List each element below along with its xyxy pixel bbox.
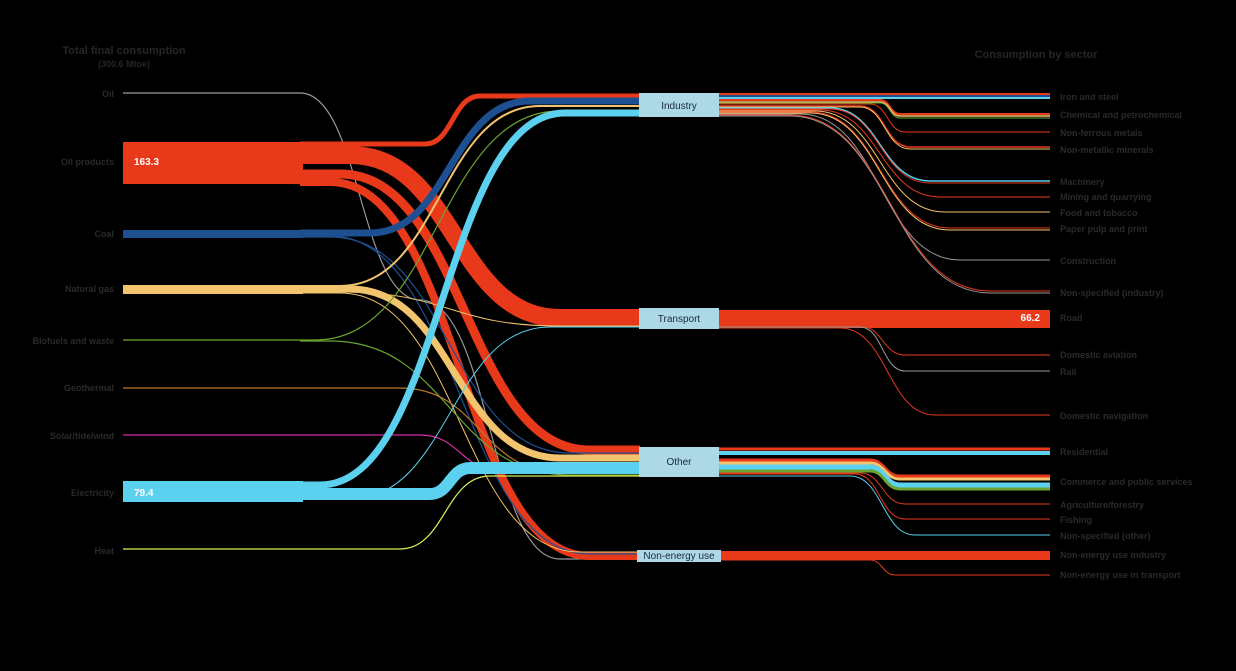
flow-industry-chemical-yellow — [719, 101, 1050, 117]
node-industry-box[interactable] — [639, 93, 719, 117]
sector-label-domestic-aviation[interactable]: Domestic aviation — [1060, 350, 1137, 360]
flow-non-energy-transport — [719, 559, 1050, 576]
sector-label-non-energy-transport[interactable]: Non-energy use in transport — [1060, 570, 1181, 580]
flow-transport-rail-gray — [719, 326, 1050, 372]
electricity-value: 79.4 — [134, 488, 154, 499]
flow-biofuels-industry — [123, 110, 640, 341]
flow-transport-aviation — [719, 325, 1050, 356]
sector-label-machinery[interactable]: Machinery — [1060, 177, 1105, 187]
node-non-energy-label: Non-energy use — [643, 551, 715, 562]
flow-industry-construction — [719, 113, 1050, 261]
node-industry-label: Industry — [661, 101, 697, 112]
source-bar-natural-gas — [123, 285, 303, 294]
flow-electricity-other — [300, 462, 640, 500]
node-other-label: Other — [666, 457, 692, 468]
sector-label-non-metallic[interactable]: Non-metallic minerals — [1060, 145, 1154, 155]
flow-oil-products-transport — [300, 146, 640, 327]
source-label-heat[interactable]: Heat — [94, 546, 114, 556]
right-title: Consumption by sector — [975, 49, 1099, 61]
source-bar-electricity — [123, 481, 303, 502]
middle-nodes: Industry Transport Other Non-energy use — [637, 93, 721, 562]
source-bar-oil-products — [123, 142, 303, 184]
flow-other-nonspec — [719, 475, 1050, 536]
flow-industry-chemical-red — [719, 99, 1050, 115]
source-label-oil-products[interactable]: Oil products — [61, 157, 114, 167]
sector-label-commerce[interactable]: Commerce and public services — [1060, 477, 1193, 487]
source-label-electricity[interactable]: Electricity — [71, 488, 114, 498]
flow-industry-paper-yellow — [719, 112, 1050, 231]
sector-label-food[interactable]: Food and tobacco — [1060, 208, 1138, 218]
sector-label-paper[interactable]: Paper pulp and print — [1060, 224, 1148, 234]
flow-industry-food — [719, 110, 1050, 213]
sector-label-iron-steel[interactable]: Iron and steel — [1060, 92, 1119, 102]
flow-other-commerce-yellow — [719, 461, 1050, 481]
flow-gas-transport — [300, 291, 640, 327]
flow-other-commerce-red — [719, 458, 1050, 478]
sector-label-mining[interactable]: Mining and quarrying — [1060, 192, 1152, 202]
sector-label-chemical[interactable]: Chemical and petrochemical — [1060, 110, 1182, 120]
source-bar-coal — [123, 230, 303, 238]
flow-industry-chemical-green — [719, 102, 1050, 119]
sector-label-rail[interactable]: Rail — [1060, 367, 1077, 377]
flow-transport-rail-red — [719, 327, 1050, 416]
sector-label-residential[interactable]: Residential — [1060, 447, 1108, 457]
flow-industry-paper-red — [719, 111, 1050, 229]
flow-non-energy-industry — [719, 551, 1050, 560]
left-subtitle: (300.6 Mtoe) — [98, 59, 150, 69]
flow-gas-non-energy — [300, 292, 640, 553]
flow-industry-non-metallic-yellow — [719, 106, 1050, 150]
flow-other-commerce-green — [719, 469, 1050, 491]
sector-label-road[interactable]: Road — [1060, 313, 1083, 323]
node-transport-box[interactable] — [639, 308, 719, 329]
sector-label-fishing[interactable]: Fishing — [1060, 515, 1092, 525]
source-label-coal[interactable]: Coal — [94, 229, 114, 239]
flow-oil-products-industry — [300, 93, 640, 147]
flow-industry-non-ferrous — [719, 103, 1050, 133]
flow-electricity-industry — [300, 109, 640, 489]
flow-industry-nonspec-gray — [719, 115, 1050, 294]
flow-transport-road — [719, 310, 1050, 328]
flow-industry-non-metallic-red — [719, 105, 1050, 148]
sector-label-nonspec-industry[interactable]: Non-specified (industry) — [1060, 288, 1164, 298]
source-label-biofuels[interactable]: Biofuels and waste — [32, 336, 114, 346]
flow-other-commerce-cyan — [719, 464, 1050, 488]
node-transport-label: Transport — [658, 314, 701, 325]
flow-oil-non-energy — [123, 92, 640, 560]
flow-industry-machinery-cyan — [719, 107, 1050, 182]
flow-other-agriculture — [719, 472, 1050, 505]
source-label-solar-tide-wind[interactable]: Solar/tide/wind — [50, 431, 114, 441]
flow-gas-industry — [300, 105, 640, 287]
flow-coal-non-energy — [300, 235, 640, 555]
flow-heat-other — [123, 475, 640, 550]
source-label-natural-gas[interactable]: Natural gas — [65, 284, 114, 294]
sector-label-domestic-navigation[interactable]: Domestic navigation — [1060, 411, 1148, 421]
sector-label-construction[interactable]: Construction — [1060, 256, 1116, 266]
flow-industry-mining — [719, 109, 1050, 198]
source-label-geothermal[interactable]: Geothermal — [64, 383, 114, 393]
flow-oil-products-other — [300, 169, 640, 455]
sector-label-nonspec-other[interactable]: Non-specified (other) — [1060, 531, 1151, 541]
node-other-box[interactable] — [639, 447, 719, 477]
flow-other-fishing — [719, 473, 1050, 520]
source-label-oil[interactable]: Oil — [102, 89, 114, 99]
flow-coal-industry — [300, 97, 640, 237]
node-non-energy-box[interactable] — [637, 550, 721, 562]
left-title: Total final consumption — [62, 45, 186, 57]
sector-label-agriculture[interactable]: Agriculture/forestry — [1060, 500, 1144, 510]
road-value: 66.2 — [1021, 313, 1041, 324]
source-labels: Oil Oil products Coal Natural gas Biofue… — [32, 89, 114, 556]
flow-industry-nonspec-red — [719, 114, 1050, 292]
sector-label-non-energy-industry[interactable]: Non-energy use industry — [1060, 550, 1166, 560]
sector-labels: Iron and steel Chemical and petrochemica… — [1060, 92, 1193, 580]
flow-industry-machinery-red — [719, 108, 1050, 184]
flow-layer — [123, 92, 1050, 576]
sector-label-non-ferrous[interactable]: Non-ferrous metals — [1060, 128, 1143, 138]
oil-products-value: 163.3 — [134, 157, 159, 168]
flow-electricity-transport — [300, 326, 640, 500]
